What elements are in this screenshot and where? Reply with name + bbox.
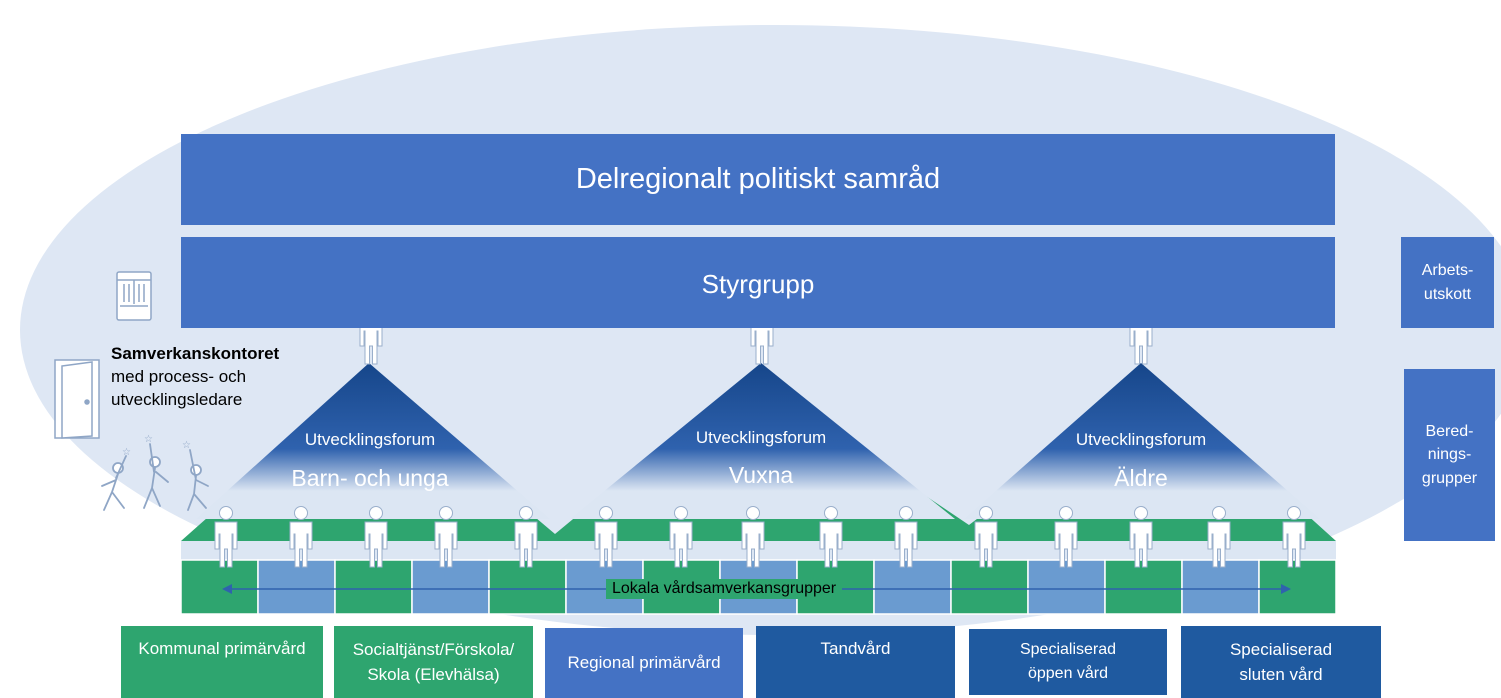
forum-title-vuxna: Utvecklingsforum	[695, 428, 827, 447]
arbetsutskott-box: Arbets- utskott	[1401, 237, 1494, 328]
lokala-vardsamverkansgrupper-label: Lokala vårdsamverkansgrupper	[606, 579, 843, 599]
delregionalt-politiskt-samrad-bar: Delregionalt politiskt samråd	[181, 134, 1335, 225]
beredningsgrupper-box: Bered- nings- grupper	[1404, 369, 1495, 541]
forum-title-aldre: Utvecklingsforum	[1075, 430, 1207, 449]
beredningsgrupper-line-2: nings-	[1427, 446, 1472, 464]
bottom-box-5-line-1: Specialiserad	[1019, 641, 1117, 658]
bottom-box-4-line-1: Tandvård	[820, 639, 891, 658]
bottom-box-socialtjanst: Socialtjänst/Förskola/ Skola (Elevhälsa)	[334, 626, 533, 698]
bottom-box-kommunal-primarvard: Kommunal primärvård	[121, 626, 323, 698]
office-line-2: utvecklingsledare	[111, 389, 243, 409]
bottom-box-specialiserad-sluten-vard: Specialiserad sluten vård	[1181, 626, 1381, 698]
office-title: Samverkanskontoret	[111, 344, 280, 363]
delregionalt-label: Delregionalt politiskt samråd	[575, 163, 941, 195]
bottom-box-tandvard: Tandvård	[756, 626, 955, 698]
local-groups-text: Lokala vårdsamverkansgrupper	[612, 580, 837, 597]
forum-triangle-barn	[196, 363, 550, 519]
forum-name-aldre: Äldre	[1114, 465, 1168, 491]
forum-name-barn: Barn- och unga	[291, 465, 449, 491]
styrgrupp-bar: Styrgrupp	[181, 237, 1335, 328]
door-icon	[54, 359, 100, 439]
svg-text:☆: ☆	[182, 440, 191, 451]
forum-title-barn: Utvecklingsforum	[304, 430, 436, 449]
forum-triangle-aldre	[964, 363, 1320, 519]
bottom-box-regional-primarvard: Regional primärvård	[545, 628, 743, 698]
arbetsutskott-line-1: Arbets-	[1421, 262, 1474, 280]
bottom-box-5-line-2: öppen vård	[1027, 665, 1109, 682]
bottom-box-6-line-1: Specialiserad	[1229, 639, 1333, 659]
bottom-box-1-line-1: Kommunal primärvård	[138, 639, 306, 658]
cabinet-icon	[116, 271, 152, 321]
svg-text:☆: ☆	[122, 447, 131, 458]
arbetsutskott-line-2: utskott	[1423, 285, 1472, 303]
celebrating-people-icon: ☆ ☆ ☆	[101, 434, 209, 511]
bottom-box-3-line-1: Regional primärvård	[567, 653, 721, 673]
forum-name-vuxna: Vuxna	[728, 462, 794, 488]
beredningsgrupper-line-3: grupper	[1421, 469, 1478, 487]
samverkanskontoret-text: Samverkanskontoret med process- och utve…	[111, 343, 279, 412]
office-line-1: med process- och	[111, 366, 247, 386]
bottom-box-specialiserad-oppen-vard: Specialiserad öppen vård	[969, 629, 1167, 695]
bottom-box-2-line-1: Socialtjänst/Förskola/	[352, 639, 515, 659]
beredningsgrupper-line-1: Bered-	[1425, 423, 1474, 441]
svg-text:☆: ☆	[144, 434, 153, 445]
forum-triangle-vuxna	[570, 363, 955, 519]
bottom-box-6-line-2: sluten vård	[1239, 665, 1323, 684]
styrgrupp-label: Styrgrupp	[701, 269, 815, 299]
bottom-box-2-line-2: Skola (Elevhälsa)	[367, 665, 500, 684]
